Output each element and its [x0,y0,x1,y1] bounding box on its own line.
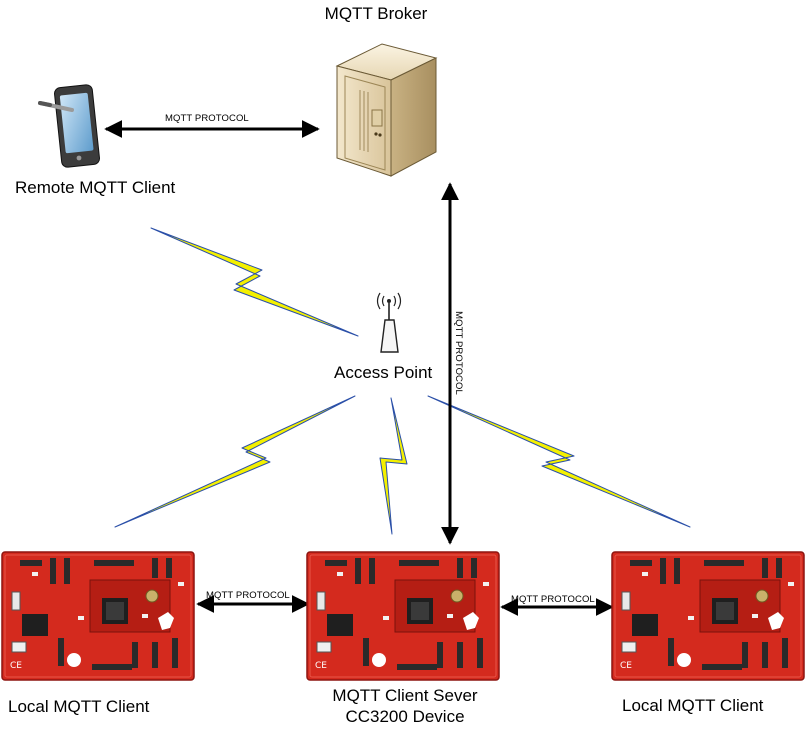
wireless-link-left [114,395,356,528]
remote-client-label: Remote MQTT Client [15,178,176,197]
protocol-label-remote-broker: MQTT PROTOCOL [165,113,249,124]
launchpad-board-icon [1,551,195,681]
protocol-label-broker-server: MQTT PROTOCOL [453,311,464,395]
access-point-label: Access Point [334,363,433,382]
tablet-stylus-icon [38,84,100,168]
client-server-label-line2: CC3200 Device [345,707,465,726]
local-client-left-label: Local MQTT Client [8,697,150,716]
launchpad-board-icon [611,551,805,681]
wireless-link-center [379,397,408,535]
client-server-label-line1: MQTT Client Sever [332,686,478,705]
server-tower-icon [335,43,438,177]
launchpad-board-icon [306,551,500,681]
protocol-label-left-server: MQTT PROTOCOL [206,590,290,601]
protocol-label-server-right: MQTT PROTOCOL [511,594,595,605]
broker-label: MQTT Broker [324,4,428,23]
wireless-access-point-icon [376,292,402,353]
local-client-right-label: Local MQTT Client [622,696,764,715]
wireless-link-right [427,395,691,528]
wireless-link-remote [150,227,359,337]
